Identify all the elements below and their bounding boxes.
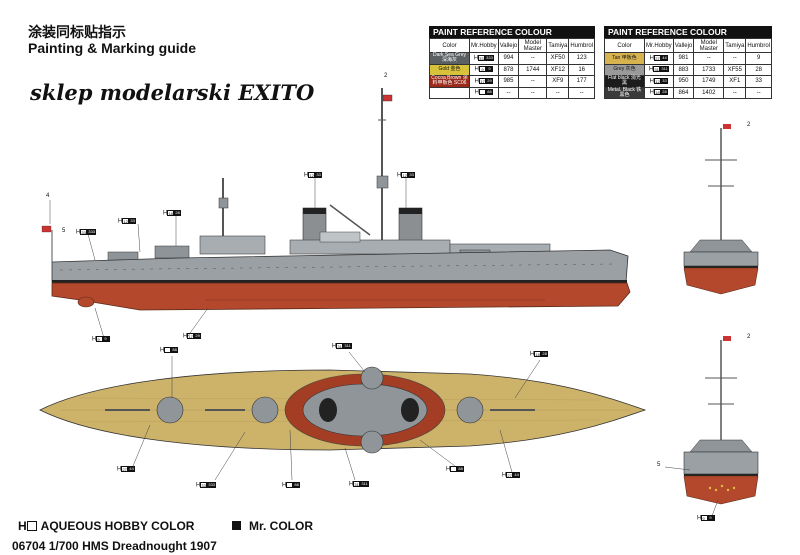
callout-number: 5 <box>657 462 661 468</box>
col-header: Tamiya <box>546 38 570 53</box>
legend-mr-color: Mr. COLOR <box>232 519 313 533</box>
color-callout: H333333 <box>196 482 217 489</box>
mr-hobby-code: H333333 <box>469 52 499 65</box>
callout-number: 2 <box>747 334 751 340</box>
page-title: Painting & Marking guide <box>28 40 197 56</box>
tamiya-code: -- <box>723 52 747 65</box>
humbrol-code: -- <box>745 86 772 99</box>
color-swatch: Tan 甲板色 <box>604 52 645 65</box>
stern-view <box>683 124 759 295</box>
col-header: Humbrol <box>745 38 772 53</box>
table-row: Dark Sea Grey 深海灰 H333333 994 -- XF50 12… <box>429 52 595 65</box>
col-header: Color <box>604 38 645 53</box>
col-header: Tamiya <box>723 38 747 53</box>
tamiya-code: XF50 <box>546 52 570 65</box>
humbrol-code: -- <box>568 86 595 99</box>
paint-table-1: PAINT REFERENCE COLOUR Color Mr.Hobby Va… <box>429 26 595 99</box>
color-swatch <box>429 86 470 99</box>
col-header: Model Master <box>518 38 548 53</box>
color-swatch: Cocoa Brown 涂料甲板色 SC06 <box>429 75 470 88</box>
callout-number: 2 <box>747 122 751 128</box>
humbrol-code: 9 <box>745 52 772 65</box>
col-header: Mr.Hobby <box>469 38 499 53</box>
col-header: Color <box>429 38 470 53</box>
tamiya-code: -- <box>723 86 747 99</box>
model-master-code: -- <box>693 52 725 65</box>
color-callout: H311311 <box>349 481 369 488</box>
callout-number: 5 <box>62 228 66 234</box>
paint-table-2: PAINT REFERENCE COLOUR Color Mr.Hobby Va… <box>604 26 772 99</box>
paint-table-title: PAINT REFERENCE COLOUR <box>429 26 595 38</box>
model-master-code: -- <box>518 86 548 99</box>
callout-number: 2 <box>384 73 388 79</box>
color-callout: H311311 <box>332 343 352 350</box>
color-swatch: Dark Sea Grey 深海灰 <box>429 52 470 65</box>
paint-table-title: PAINT REFERENCE COLOUR <box>604 26 772 38</box>
watermark-text: sklep modelarski EXITO <box>30 80 315 105</box>
col-header: Humbrol <box>568 38 595 53</box>
product-footer: 06704 1/700 HMS Dreadnought 1907 <box>12 539 217 553</box>
filled-box-icon <box>232 521 241 530</box>
side-profile-view <box>41 88 631 339</box>
color-swatch: Metal. Black 铁黑色 <box>604 86 645 99</box>
humbrol-code: 123 <box>568 52 595 65</box>
page-title-cn: 涂装同标贴指示 <box>28 25 126 41</box>
color-callout: H333333 <box>76 229 97 236</box>
col-header: Model Master <box>693 38 725 53</box>
humbrol-code: 33 <box>745 75 772 88</box>
col-header: Mr.Hobby <box>644 38 674 53</box>
tamiya-code: -- <box>546 86 570 99</box>
bow-view <box>664 336 759 517</box>
callout-number: 4 <box>46 193 50 199</box>
model-master-code: 1402 <box>693 86 725 99</box>
top-view <box>39 351 647 481</box>
model-master-code: -- <box>518 52 548 65</box>
hollow-box-icon <box>26 521 37 531</box>
